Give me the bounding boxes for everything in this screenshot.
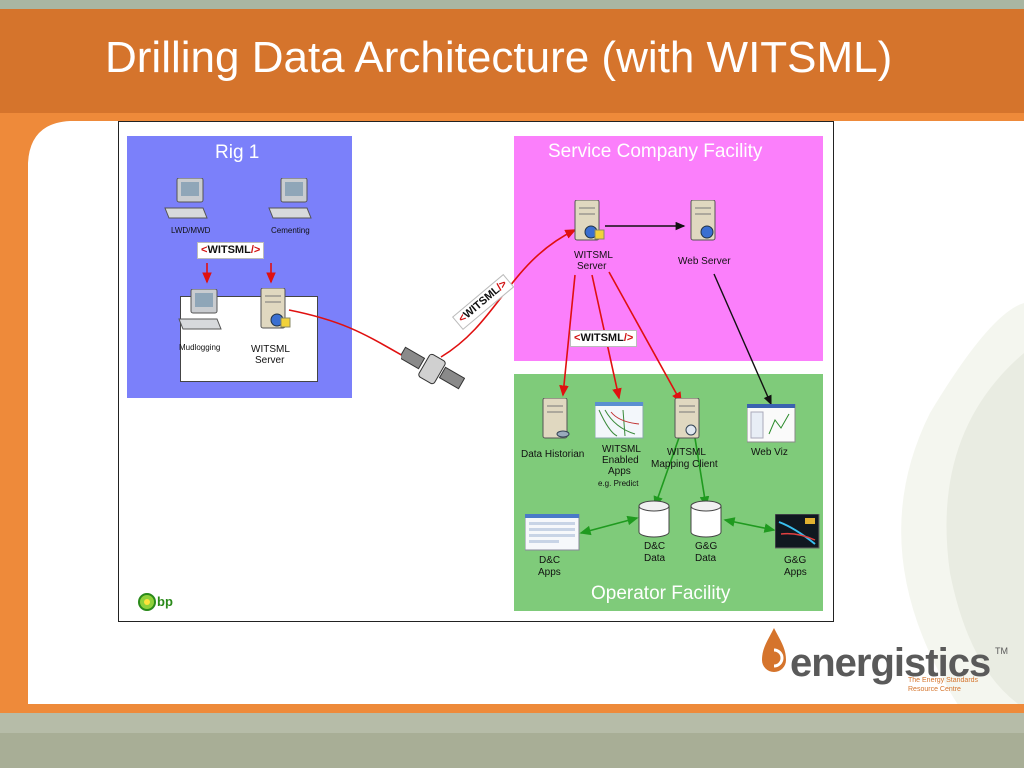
dc-data-label-1: D&C: [644, 541, 666, 552]
web-viz-label: Web Viz: [751, 447, 788, 458]
gg-apps-label-1: G&G: [784, 555, 807, 566]
operator-title: Operator Facility: [591, 583, 731, 604]
data-historian-server-icon: [542, 398, 570, 439]
gg-apps-label-2: Apps: [784, 567, 807, 578]
lwd-mwd-computer-icon: [164, 178, 208, 219]
apps-label-4: e.g. Predict: [598, 479, 639, 488]
energistics-tagline-1: The Energy Standards: [908, 677, 979, 684]
service-server-label-1: WITSML: [574, 250, 613, 261]
title-bar: Drilling Data Architecture (with WITSML): [0, 9, 1024, 113]
slide-title: Drilling Data Architecture (with WITSML): [105, 33, 893, 82]
service-witsml-server-icon: [574, 200, 605, 241]
data-historian-label: Data Historian: [521, 449, 585, 460]
cementing-computer-icon: [268, 178, 312, 219]
dc-data-database-icon: [638, 500, 670, 538]
rig-witsml-tag-text: WITSML: [207, 244, 251, 256]
gg-apps-screenshot-icon: [775, 514, 820, 549]
energistics-tagline: The Energy Standards Resource Centre: [908, 676, 998, 694]
gg-data-label-2: Data: [695, 553, 717, 564]
service-witsml-tag: <WITSML/>: [570, 330, 638, 347]
mudlogging-computer-icon: [178, 289, 222, 330]
architecture-diagram: Rig 1 Service Company Facility Operator …: [118, 121, 834, 622]
apps-label-1: WITSML: [602, 444, 641, 455]
gg-data-database-icon: [690, 500, 722, 538]
mudlogging-label: Mudlogging: [179, 343, 221, 352]
bp-logo-text: bp: [157, 594, 173, 609]
service-witsml-tag-text: WITSML: [580, 332, 624, 344]
cementing-label: Cementing: [271, 226, 310, 235]
rig-server-label-2: Server: [255, 355, 285, 366]
satellite-icon: [401, 346, 465, 390]
service-company-zone: Service Company Facility: [514, 136, 823, 361]
dc-data-label-2: Data: [644, 553, 666, 564]
rig-witsml-tag: <WITSML/>: [197, 242, 265, 259]
lwd-mwd-label: LWD/MWD: [171, 226, 211, 235]
gg-data-label-1: G&G: [695, 541, 718, 552]
mapping-label-2: Mapping Client: [651, 459, 718, 470]
witsml-enabled-apps-screenshot-icon: [595, 402, 644, 439]
energistics-flame-logo-icon: [762, 628, 786, 672]
connector-lines: [202, 221, 776, 536]
web-viz-screenshot-icon: [747, 404, 796, 443]
dc-apps-screenshot-icon: [525, 514, 580, 551]
bp-helios-logo-icon: [138, 593, 156, 611]
web-server-icon: [690, 200, 716, 241]
apps-label-3: Apps: [608, 466, 631, 477]
web-server-label: Web Server: [678, 256, 731, 267]
energistics-tagline-2: Resource Centre: [908, 686, 961, 693]
service-server-label-2: Server: [577, 261, 607, 272]
energistics-trademark: TM: [995, 646, 1008, 656]
apps-label-2: Enabled: [602, 455, 639, 466]
energistics-wordmark: energistics: [790, 641, 991, 685]
rig-witsml-server-icon: [260, 288, 291, 329]
rig-title: Rig 1: [215, 142, 260, 163]
background-decoration: [0, 113, 1024, 708]
bottom-orange-strip: [0, 704, 1024, 713]
dc-apps-label-2: Apps: [538, 567, 561, 578]
rig-server-label-1: WITSML: [251, 344, 290, 355]
bottom-footer-dark: [0, 733, 1024, 768]
top-strip: [0, 0, 1024, 9]
service-title: Service Company Facility: [548, 141, 763, 162]
dc-apps-label-1: D&C: [539, 555, 561, 566]
mapping-label-1: WITSML: [667, 447, 706, 458]
mapping-client-server-icon: [674, 398, 700, 439]
